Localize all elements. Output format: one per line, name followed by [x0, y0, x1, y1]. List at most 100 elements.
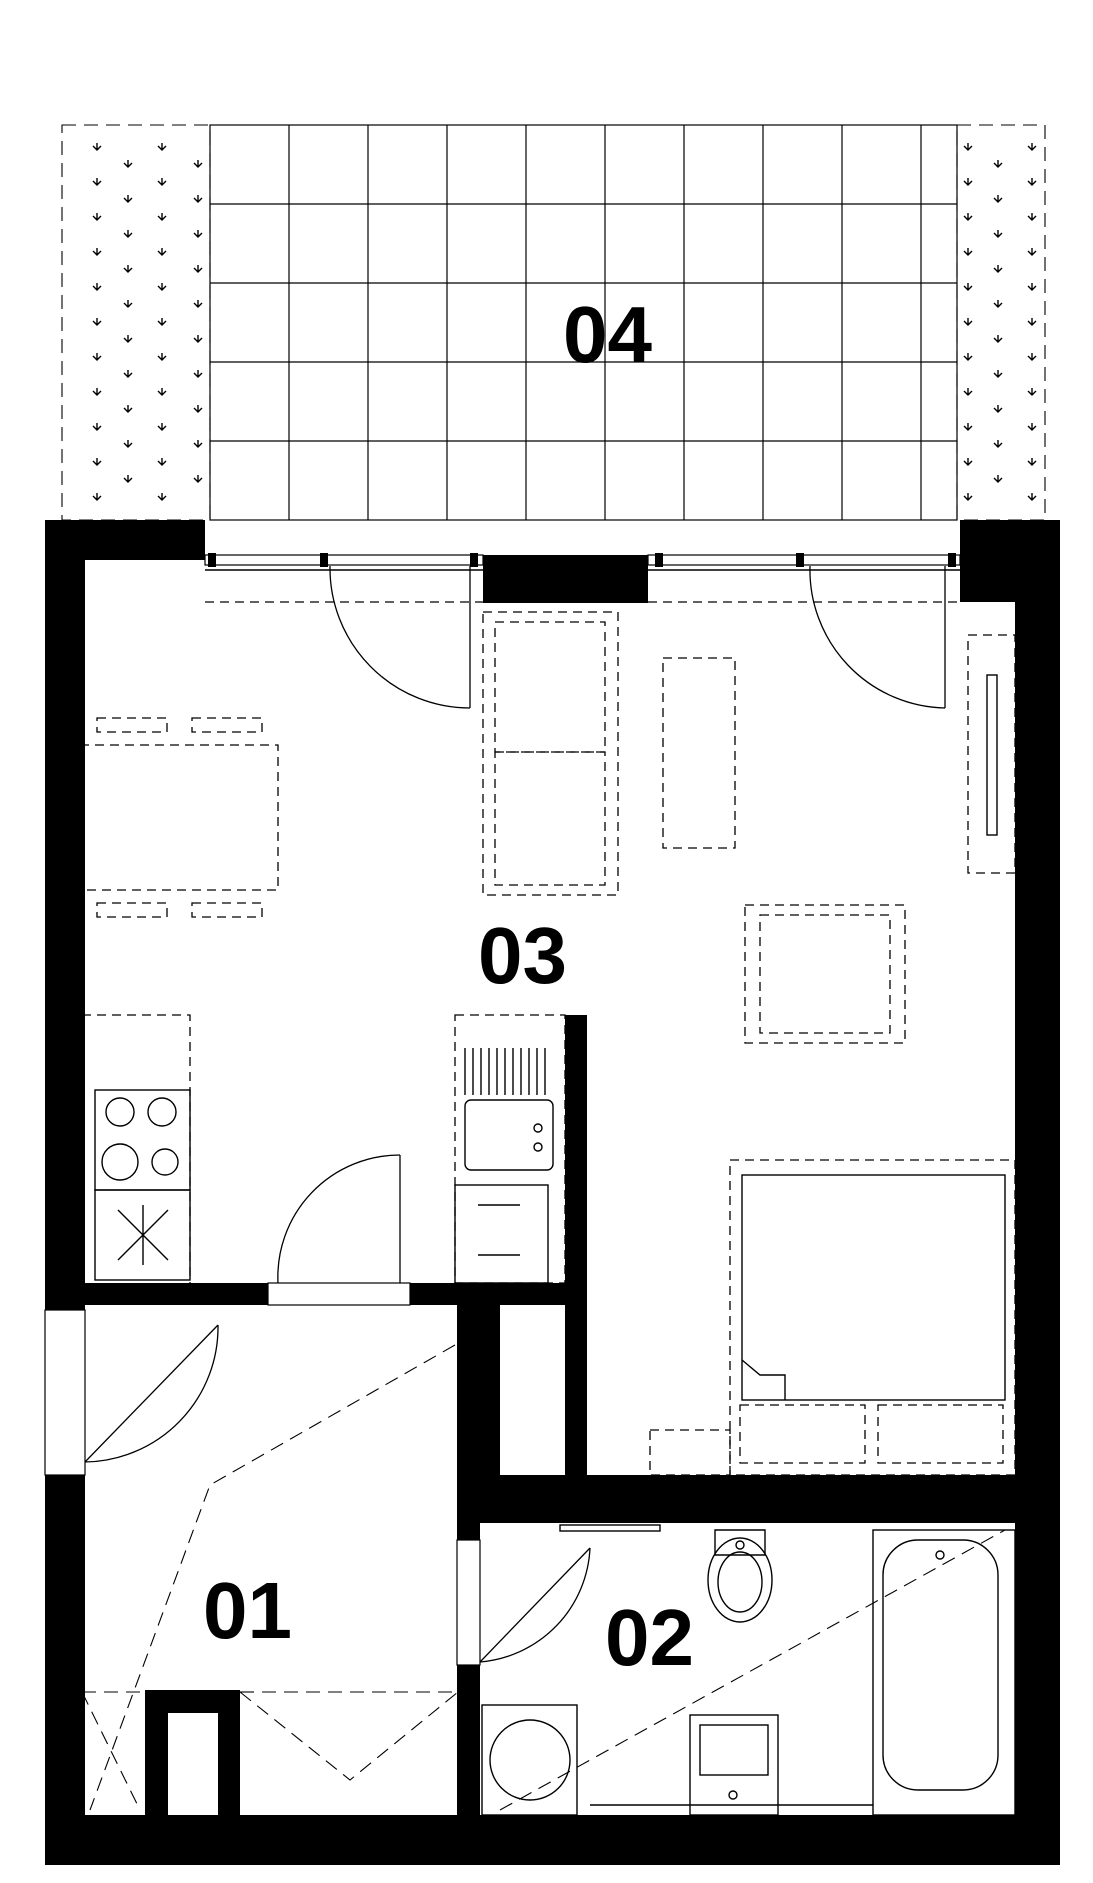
plant-marker	[157, 178, 167, 186]
plant-marker	[123, 475, 133, 483]
plant-marker	[157, 423, 167, 431]
plant-marker	[157, 388, 167, 396]
plant-marker	[92, 178, 102, 186]
plant-marker	[963, 423, 973, 431]
side-cabinet	[649, 1429, 731, 1476]
plant-marker	[193, 475, 203, 483]
plant-marker	[123, 300, 133, 308]
washbasin	[689, 1714, 779, 1816]
plant-marker	[193, 160, 203, 168]
plant-marker	[157, 213, 167, 221]
plant-marker	[993, 160, 1003, 168]
bathroom-towel-rail	[559, 1524, 661, 1532]
plant-marker	[123, 440, 133, 448]
balcony-window-left	[204, 553, 484, 603]
toilet	[707, 1529, 773, 1623]
bathroom-door	[456, 1539, 591, 1666]
plant-marker	[92, 213, 102, 221]
plant-marker	[193, 370, 203, 378]
room-label-living: 03	[478, 911, 567, 1000]
plant-marker	[123, 405, 133, 413]
plant-marker	[157, 283, 167, 291]
plant-marker	[1027, 353, 1037, 361]
plant-marker	[993, 335, 1003, 343]
room-label-entry: 01	[203, 1566, 292, 1655]
plant-marker	[92, 353, 102, 361]
plant-marker	[157, 248, 167, 256]
plant-marker	[123, 160, 133, 168]
balcony-planter-left	[61, 124, 211, 521]
plant-marker	[1027, 318, 1037, 326]
bathroom-dashed-line	[499, 1529, 1006, 1811]
plant-marker	[92, 283, 102, 291]
plant-marker	[1027, 178, 1037, 186]
balcony-window-right	[647, 553, 961, 603]
washing-machine	[481, 1704, 578, 1816]
plant-marker	[963, 388, 973, 396]
plant-marker	[193, 230, 203, 238]
plant-marker	[963, 283, 973, 291]
coffee-table	[662, 657, 736, 849]
balcony-planter-right	[956, 124, 1046, 521]
plant-marker	[993, 370, 1003, 378]
plant-marker	[193, 335, 203, 343]
plant-marker	[993, 405, 1003, 413]
dining-table	[79, 717, 279, 918]
plant-marker	[993, 300, 1003, 308]
balcony-tiles	[209, 124, 958, 521]
door-living	[267, 1154, 411, 1306]
plant-marker	[123, 370, 133, 378]
plant-marker	[963, 213, 973, 221]
interior-walls	[80, 1015, 1037, 1833]
plant-marker	[963, 493, 973, 501]
plant-marker	[993, 195, 1003, 203]
plant-marker	[92, 248, 102, 256]
plant-marker	[92, 458, 102, 466]
plant-marker	[993, 475, 1003, 483]
plant-marker	[92, 143, 102, 151]
plant-marker	[963, 178, 973, 186]
entry-dashed-lines	[81, 1344, 459, 1811]
plant-marker	[963, 458, 973, 466]
plant-marker	[123, 265, 133, 273]
plant-marker	[157, 318, 167, 326]
plant-marker	[993, 440, 1003, 448]
kitchen-sink-unit	[454, 1014, 566, 1284]
kitchen-counter-left	[81, 1014, 191, 1286]
plant-marker	[193, 265, 203, 273]
plant-marker	[157, 353, 167, 361]
armchair	[744, 904, 906, 1044]
plant-marker	[123, 335, 133, 343]
plant-marker	[1027, 493, 1037, 501]
plant-marker	[1027, 283, 1037, 291]
entrance-door	[44, 1309, 219, 1476]
plant-marker	[1027, 143, 1037, 151]
plant-marker	[193, 195, 203, 203]
plant-marker	[193, 440, 203, 448]
room-label-balcony: 04	[563, 290, 652, 379]
plant-marker	[963, 353, 973, 361]
plant-marker	[1027, 458, 1037, 466]
outer-walls	[45, 520, 1060, 1865]
plant-marker	[993, 230, 1003, 238]
plant-marker	[123, 195, 133, 203]
tv-cabinet	[967, 634, 1016, 874]
plant-marker	[92, 423, 102, 431]
plant-marker	[92, 388, 102, 396]
plant-marker	[1027, 423, 1037, 431]
plant-marker	[193, 300, 203, 308]
sofa	[482, 611, 619, 896]
balcony-door-swing-left	[329, 565, 471, 709]
plant-marker	[1027, 388, 1037, 396]
bed	[729, 1159, 1016, 1476]
plant-marker	[123, 230, 133, 238]
plant-marker	[1027, 248, 1037, 256]
plant-marker	[92, 318, 102, 326]
plant-marker	[92, 493, 102, 501]
bathtub	[872, 1529, 1016, 1816]
plant-marker	[963, 248, 973, 256]
plant-marker	[157, 493, 167, 501]
balcony-door-swing-right	[809, 565, 946, 709]
plant-marker	[963, 318, 973, 326]
